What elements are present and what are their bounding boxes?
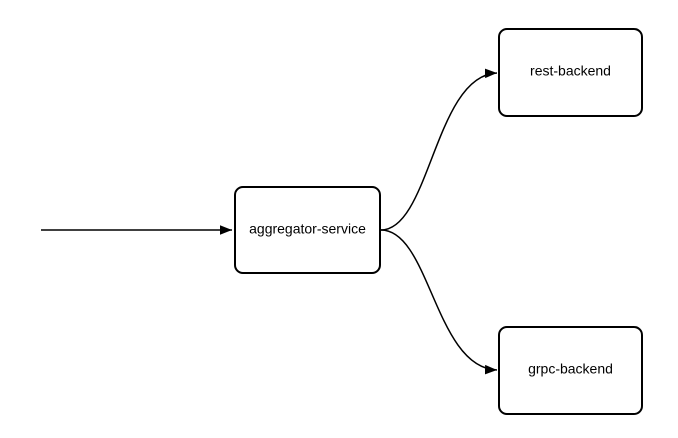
edge-aggregator-to-rest: [380, 68, 498, 231]
node-rest-backend[interactable]: rest-backend: [498, 28, 643, 117]
node-aggregator-service-box: [234, 186, 381, 274]
node-rest-backend-box: [498, 28, 643, 117]
node-grpc-backend-box: [498, 326, 643, 415]
node-rest-backend-label: rest-backend: [530, 63, 611, 79]
node-aggregator-service-label: aggregator-service: [249, 221, 366, 237]
edge-aggregator-to-grpc: [380, 229, 498, 375]
node-aggregator-service[interactable]: aggregator-service: [234, 186, 381, 274]
node-grpc-backend[interactable]: grpc-backend: [498, 326, 643, 415]
node-grpc-backend-label: grpc-backend: [528, 361, 613, 377]
